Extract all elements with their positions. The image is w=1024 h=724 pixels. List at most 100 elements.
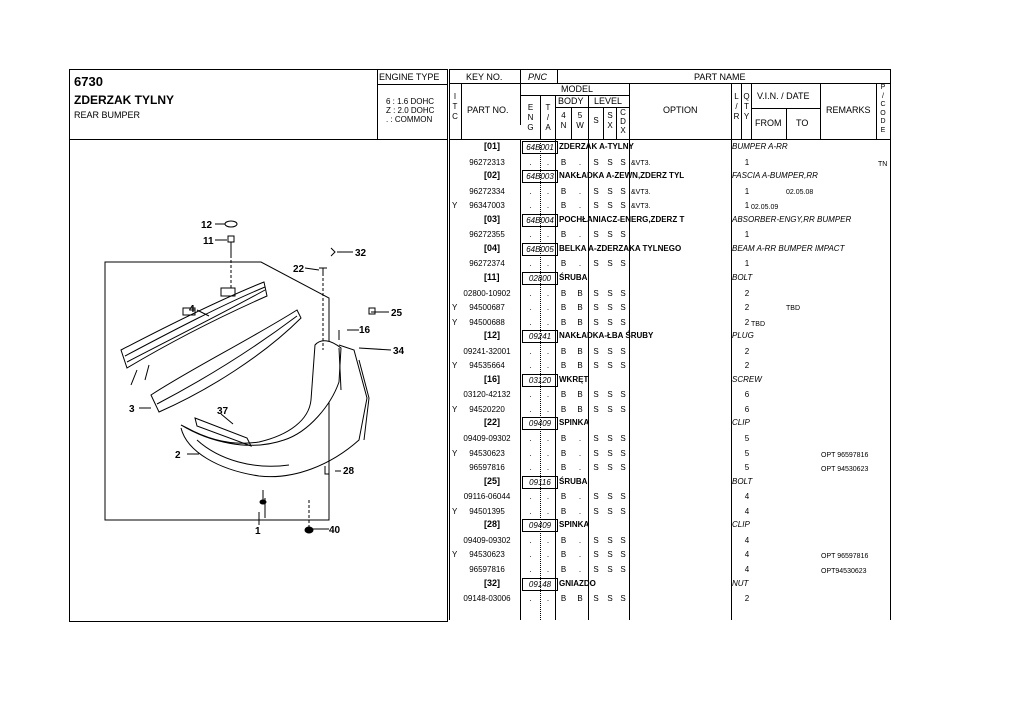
- part-ta: .: [546, 564, 550, 574]
- part-number: 96272374: [469, 259, 505, 269]
- part-level-cdx: S: [620, 492, 626, 502]
- part-ta: .: [546, 201, 550, 211]
- part-eng: .: [529, 448, 532, 458]
- part-qty: 6: [744, 404, 750, 414]
- bumper-fascia: [180, 340, 342, 446]
- col-partno-line: [520, 69, 521, 125]
- part-body-5w: B: [577, 288, 583, 298]
- col-to-line: [786, 108, 787, 139]
- part-body-4n: B: [560, 288, 567, 298]
- part-from: TBD: [751, 320, 765, 328]
- part-level-cdx: S: [620, 201, 626, 211]
- part-eng: .: [529, 157, 532, 167]
- table-left-border: [449, 69, 450, 620]
- callout-16: 16: [359, 325, 371, 336]
- part-level-sx: S: [607, 535, 613, 545]
- part-level-sx: S: [607, 317, 613, 327]
- part-number: 94535664: [469, 361, 505, 371]
- part-number: 09409-09302: [463, 535, 511, 545]
- body-lr-line: [731, 139, 732, 620]
- group-key: [28]: [484, 519, 501, 530]
- part-eng: .: [529, 550, 532, 560]
- part-itc: Y: [452, 201, 458, 211]
- body-ta-line: [555, 139, 556, 620]
- part-level-sx: S: [607, 390, 613, 400]
- part-qty: 1: [744, 230, 750, 240]
- part-itc: Y: [452, 506, 458, 516]
- part-eng: .: [529, 259, 532, 269]
- part-qty: 4: [744, 535, 750, 545]
- part-number: 96597816: [469, 564, 505, 574]
- part-body-4n: B: [560, 463, 567, 473]
- part-number: 02800-10902: [463, 288, 511, 298]
- group-key: [01]: [484, 141, 501, 151]
- group-key: [11]: [484, 271, 500, 282]
- part-level-cdx: S: [620, 594, 626, 604]
- part-level-s: S: [593, 230, 599, 240]
- col-qty-line: [741, 83, 742, 139]
- part-number: 09241-32001: [463, 346, 511, 356]
- part-ta: .: [546, 303, 550, 313]
- part-ta: .: [546, 550, 550, 560]
- part-qty: 2: [744, 594, 750, 604]
- part-number: 94500688: [469, 317, 505, 327]
- col-sx-line: [603, 107, 604, 139]
- callout-3: 3: [129, 404, 135, 415]
- part-level-s: S: [593, 448, 599, 458]
- group-key: [25]: [484, 475, 501, 486]
- part-qty: 2: [744, 317, 750, 327]
- part-body-5w: .: [578, 434, 582, 443]
- header-from: FROM: [755, 118, 782, 128]
- part-level-sx: S: [607, 361, 613, 371]
- part-level-cdx: S: [620, 448, 626, 458]
- part-body-5w: .: [578, 230, 582, 240]
- header-lr: L / R: [733, 92, 740, 121]
- part-eng: .: [529, 361, 532, 371]
- part-body-5w: .: [578, 492, 582, 502]
- part-body-4n: B: [560, 259, 567, 269]
- group-name-pl: POCHŁANIACZ-ENERG,ZDERZ T: [559, 214, 685, 224]
- part-ta: .: [546, 186, 550, 196]
- col-itc-line: [461, 83, 462, 139]
- part-qty: 4: [744, 564, 750, 574]
- part-qty: 1: [744, 201, 750, 211]
- group-name-en: ABSORBER-ENGY,RR BUMPER: [732, 214, 852, 224]
- part-level-sx: S: [607, 201, 613, 211]
- callout-37: 37: [217, 406, 229, 417]
- header-vin-date: V.I.N. / DATE: [757, 91, 810, 101]
- part-ta: .: [546, 535, 550, 545]
- part-level-cdx: S: [620, 404, 626, 414]
- part-qty: 2: [744, 288, 750, 298]
- part-level-sx: S: [607, 564, 613, 574]
- col-level-line: [588, 95, 589, 139]
- part-ta: .: [546, 448, 550, 458]
- group-key: [12]: [484, 330, 501, 341]
- group-name-en: BUMPER A-RR: [732, 142, 788, 151]
- header-s: S: [593, 116, 599, 125]
- header-pnc: PNC: [528, 72, 548, 82]
- part-level-sx: S: [607, 492, 613, 502]
- part-body-5w: B: [577, 594, 583, 604]
- part-level-cdx: S: [620, 317, 626, 327]
- part-body-5w: B: [577, 317, 583, 327]
- part-eng: .: [529, 201, 532, 211]
- part-eng: .: [529, 230, 532, 240]
- part-qty: 2: [744, 361, 750, 371]
- part-number: 09148-03006: [463, 594, 511, 604]
- part-ta: .: [546, 157, 550, 167]
- group-key: [04]: [484, 242, 501, 253]
- part-eng: .: [529, 390, 532, 400]
- part-body-5w: .: [578, 259, 582, 269]
- part-level-s: S: [593, 361, 599, 371]
- group-name-pl: ŚRUBA: [559, 476, 588, 486]
- col-pnc-line: [557, 69, 558, 83]
- part-body-4n: B: [560, 506, 567, 516]
- header-bottom-border: [449, 139, 890, 140]
- part-level-s: S: [593, 390, 599, 400]
- part-body-5w: B: [577, 346, 583, 356]
- part-from: 02.05.09: [751, 204, 779, 212]
- part-body-4n: B: [560, 346, 567, 356]
- header-option: OPTION: [663, 105, 698, 115]
- part-body-5w: .: [578, 463, 582, 473]
- callout-1: 1: [255, 526, 261, 537]
